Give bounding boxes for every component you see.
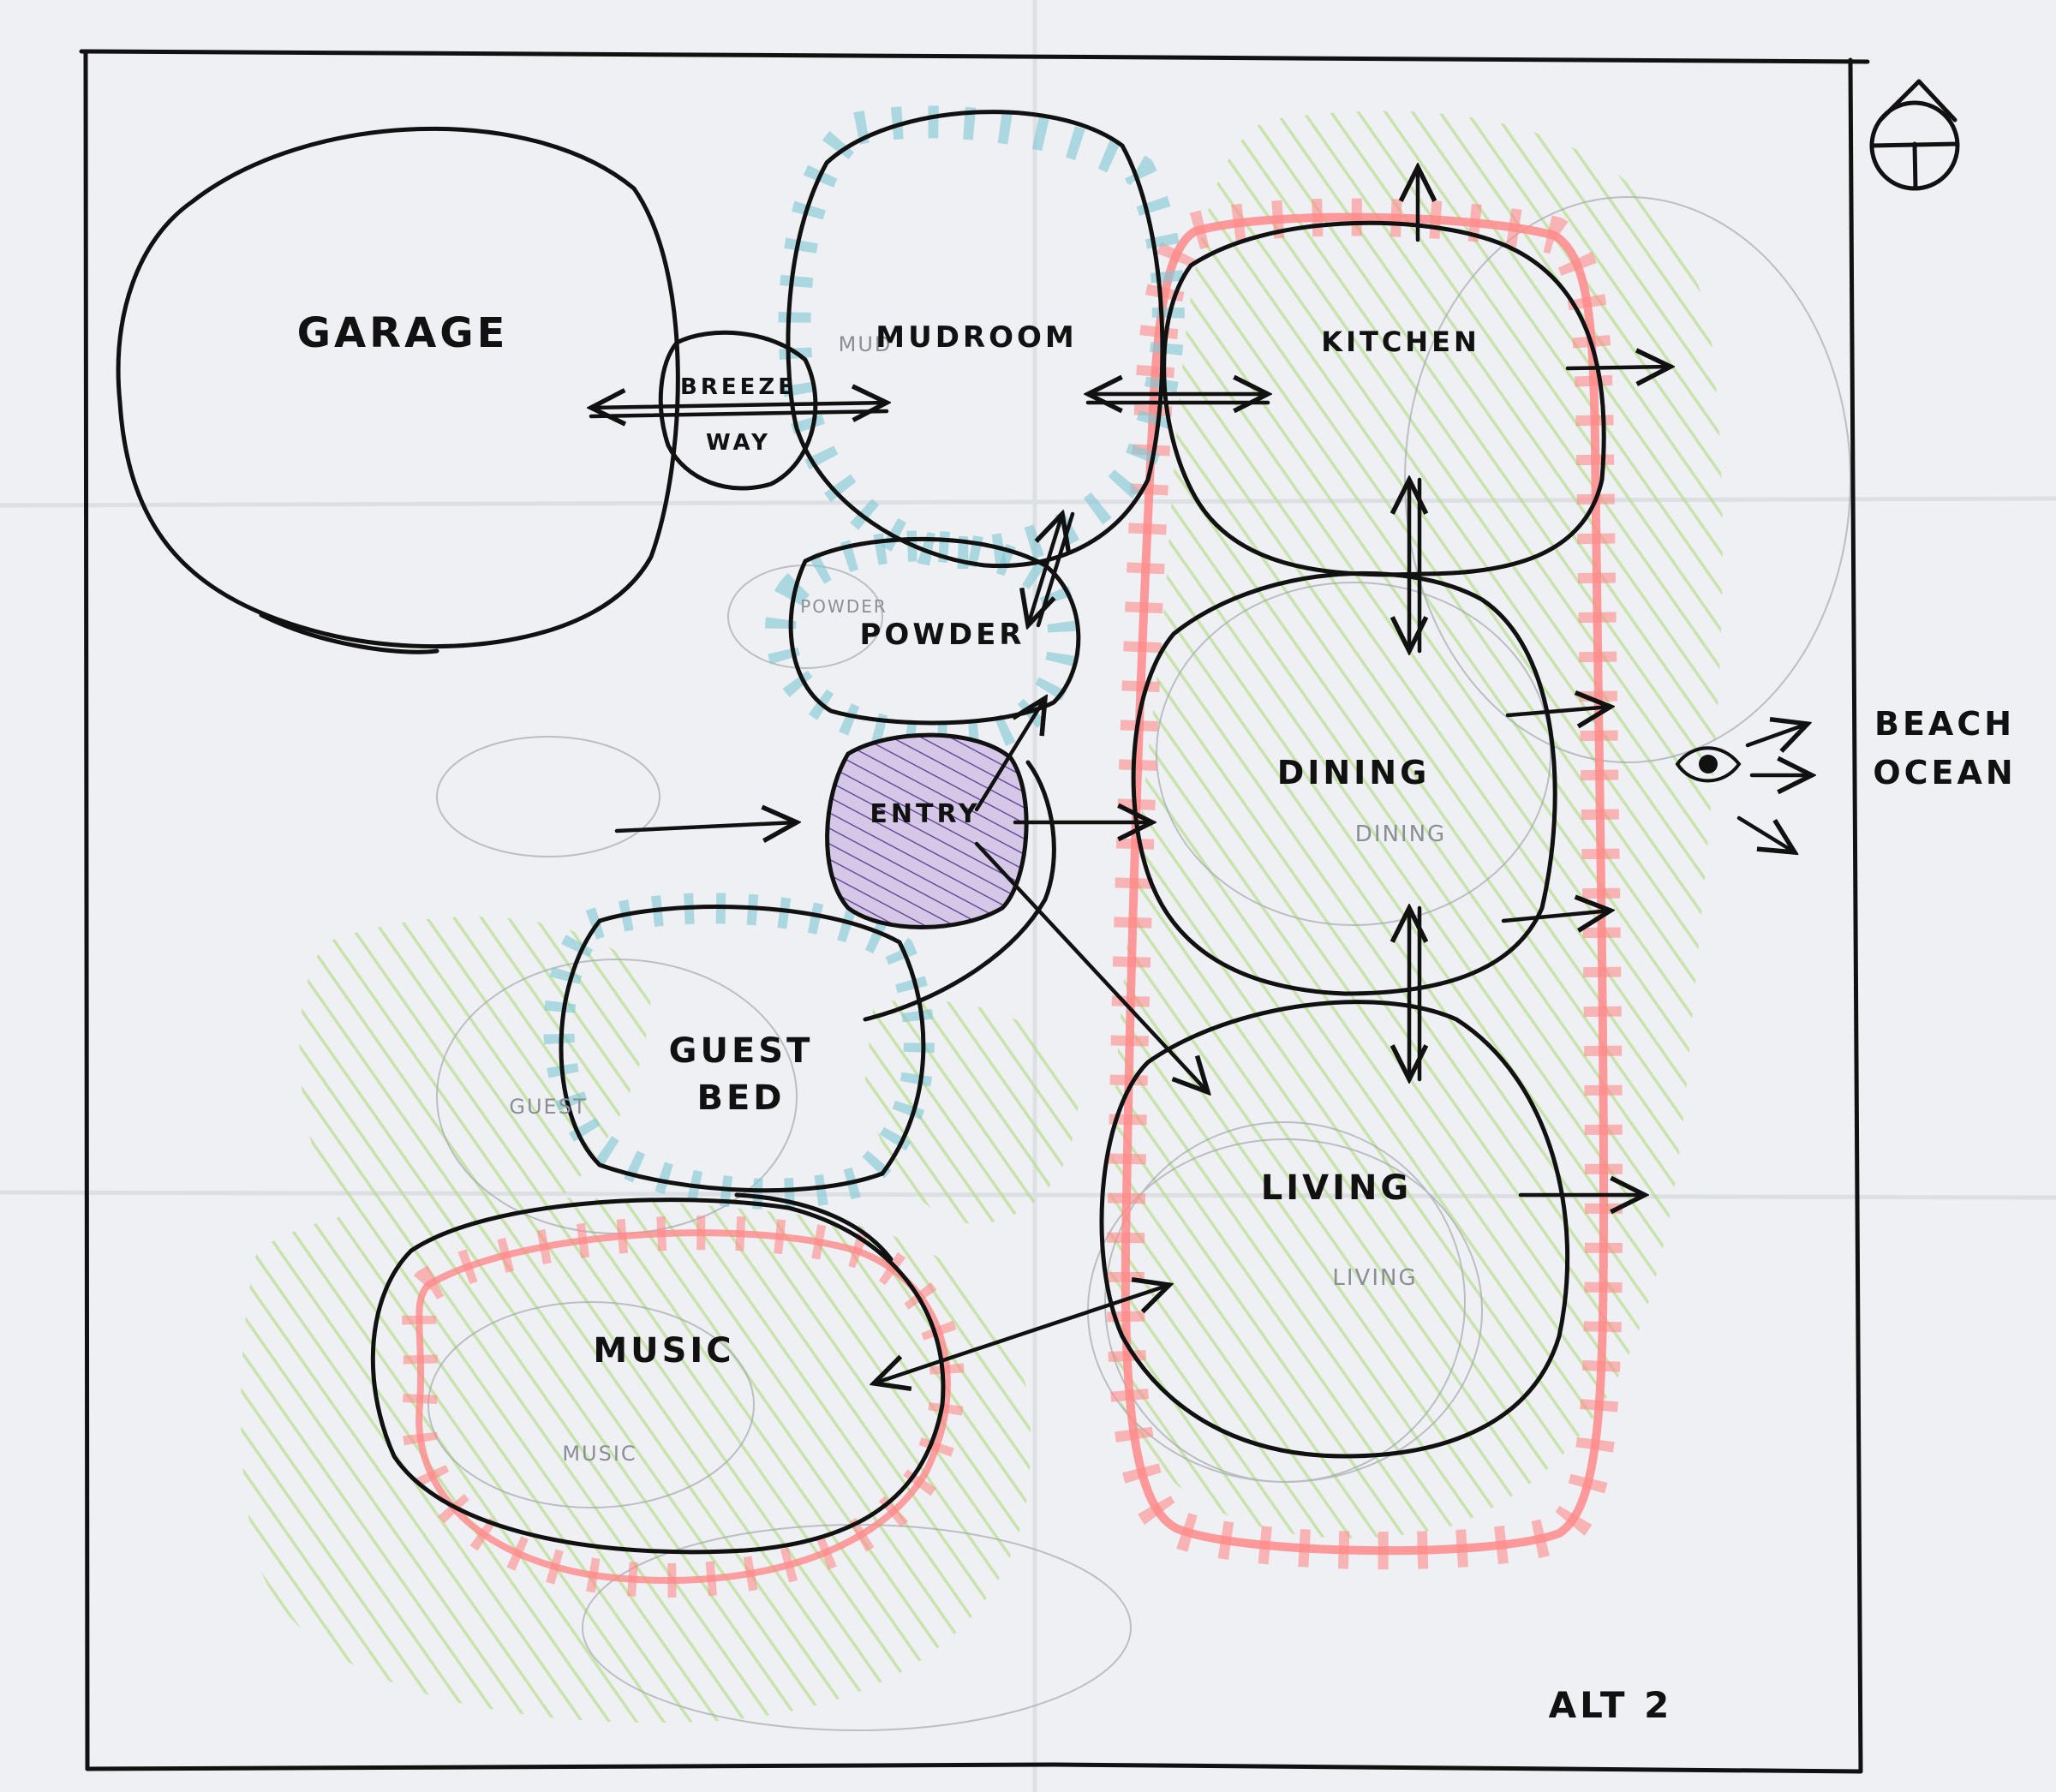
music-bubble [370,1198,946,1555]
kitchen-label: KITCHEN [1321,326,1479,358]
entry-label: ENTRY [870,799,980,829]
landscape-hatch-zones [241,111,1723,1723]
circulation-arrows [591,167,1812,1383]
garage-label: GARAGE [297,309,509,357]
powder-bubble [788,536,1081,726]
guest-bed-label-line2: BED [696,1078,785,1118]
eye-icon [1675,746,1742,783]
entry-bubble [825,732,1029,929]
kitchen-bubble [1162,220,1606,577]
breezeway-label-line2: WAY [706,430,771,456]
breezeway-label-line1: BREEZE [680,374,797,400]
property-boundary [79,49,1870,1774]
room-labels: GARAGE BREEZE WAY MUDROOM KITCHEN POWDER… [297,309,2016,1726]
living-label: LIVING [1261,1168,1413,1208]
powder-label: POWDER [860,618,1025,652]
pink-music-zone [402,1216,965,1598]
north-arrow-icon [1869,79,1960,191]
green-hatch-southwest [241,1197,1031,1723]
music-label: MUSIC [593,1331,734,1371]
ghost-label-mudroom-prefix: MUD [839,332,893,356]
sheet-label: ALT 2 [1549,1684,1673,1726]
green-hatch-east [1109,111,1723,1538]
ghost-label-guest: GUEST [509,1095,587,1119]
ghost-label-living: LIVING [1332,1265,1417,1291]
ghost-labels: DINING LIVING MUSIC MUD GUEST POWDER [509,332,1446,1466]
green-hatch-center [865,1000,1079,1225]
room-bubbles [116,110,1606,1555]
pink-public-zone [1106,198,1623,1570]
ghost-label-powder: POWDER [800,596,888,617]
view-label-beach: BEACH [1874,705,2015,743]
view-label-ocean: OCEAN [1873,754,2016,791]
mudroom-label: MUDROOM [876,320,1078,355]
guest-bed-label-line1: GUEST [669,1031,814,1071]
ghost-label-music: MUSIC [562,1442,637,1466]
guest-bed-bubble [559,905,926,1193]
ghost-label-dining: DINING [1355,821,1446,847]
green-hatch-guest [299,917,651,1245]
dining-label: DINING [1277,754,1431,791]
garage-bubble [116,126,680,649]
